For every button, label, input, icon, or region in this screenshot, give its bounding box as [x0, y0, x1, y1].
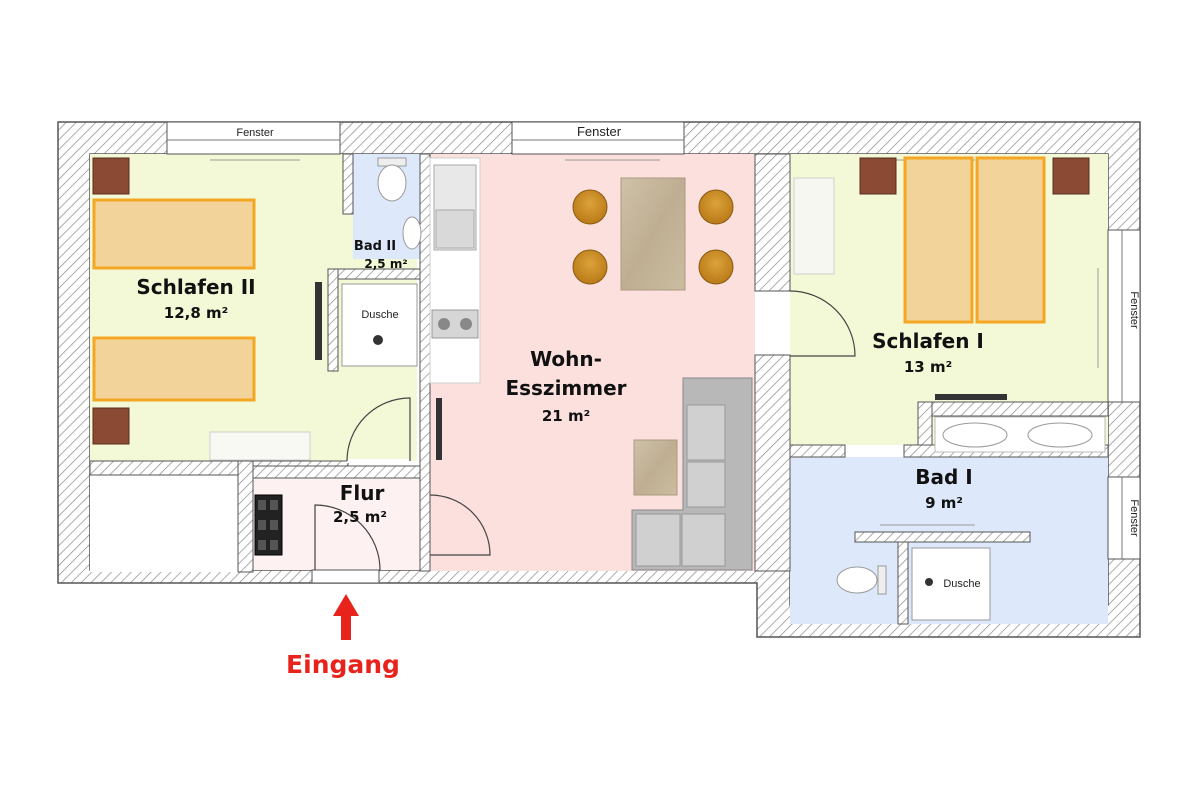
- tv: [315, 282, 322, 360]
- stove-burner-icon: [438, 318, 450, 330]
- inner-walls: [89, 153, 1109, 625]
- entrance-label: Eingang: [286, 650, 400, 679]
- dining-table: [620, 177, 686, 291]
- room-area: 12,8 m²: [164, 304, 228, 322]
- wardrobe: [793, 177, 835, 275]
- toilet: [377, 157, 407, 202]
- room-area: 21 m²: [542, 407, 590, 425]
- nightstand: [859, 157, 1090, 195]
- room-label-bad-1: Bad I 9 m²: [915, 465, 972, 512]
- room-name: Bad I: [915, 465, 972, 489]
- room-label-bad-2: Bad II 2,5 m²: [354, 239, 408, 271]
- shoe-rack: [254, 494, 283, 556]
- room-name: Bad II: [354, 239, 396, 254]
- window-right-lower: Fenster: [1107, 476, 1141, 560]
- room-area: 13 m²: [904, 358, 952, 376]
- coffee-table: [633, 439, 678, 496]
- shower-bad-1: Dusche: [911, 547, 991, 621]
- dining-chair: [572, 189, 734, 285]
- shower-label: Dusche: [943, 578, 980, 590]
- room-name: Flur: [340, 481, 385, 505]
- window-top-left: Fenster: [166, 121, 341, 155]
- room-name-line-1: Wohn-: [530, 347, 602, 371]
- room-label-wohn-esszimmer: Wohn- Esszimmer 21 m²: [505, 347, 626, 425]
- toilet: [836, 565, 887, 595]
- storage-floor: [90, 475, 238, 572]
- room-area: 2,5 m²: [364, 257, 407, 271]
- sofa: [631, 377, 753, 571]
- nightstand: [92, 157, 130, 445]
- window-top-center: Fenster: [511, 121, 685, 155]
- window-right-upper: Fenster: [1107, 229, 1141, 403]
- room-name: Schlafen I: [872, 329, 984, 353]
- desk: [209, 431, 311, 461]
- door-schlafen-2: [346, 397, 411, 463]
- door-schlafen-1: [789, 290, 856, 357]
- drain-icon: [925, 578, 933, 586]
- door-wohnzimmer: [429, 494, 491, 556]
- double-sink: [934, 416, 1106, 453]
- tv: [935, 394, 1007, 400]
- room-label-schlafen-1: Schlafen I 13 m²: [872, 329, 984, 376]
- room-name-line-2: Esszimmer: [505, 376, 626, 400]
- tv: [436, 398, 442, 460]
- room-name: Schlafen II: [136, 275, 255, 299]
- shower-label: Dusche: [361, 309, 398, 321]
- shower-bad-2: Dusche: [341, 283, 418, 367]
- room-label-flur: Flur 2,5 m²: [333, 481, 387, 526]
- stove-burner-icon: [460, 318, 472, 330]
- window-label: Fenster: [1128, 499, 1140, 537]
- bed: [92, 198, 256, 402]
- drain-icon: [373, 335, 383, 345]
- room-label-schlafen-2: Schlafen II 12,8 m²: [136, 275, 255, 322]
- window-label: Fenster: [236, 127, 274, 139]
- entrance-marker: Eingang: [286, 594, 400, 679]
- kitchen-counter: [429, 157, 481, 384]
- arrow-up-icon: [333, 594, 359, 640]
- window-label: Fenster: [1128, 291, 1140, 329]
- entrance-door[interactable]: [311, 504, 381, 584]
- room-area: 2,5 m²: [333, 508, 387, 526]
- window-label: Fenster: [577, 124, 622, 139]
- room-area: 9 m²: [925, 494, 963, 512]
- bed: [903, 156, 1046, 324]
- sink: [402, 216, 422, 250]
